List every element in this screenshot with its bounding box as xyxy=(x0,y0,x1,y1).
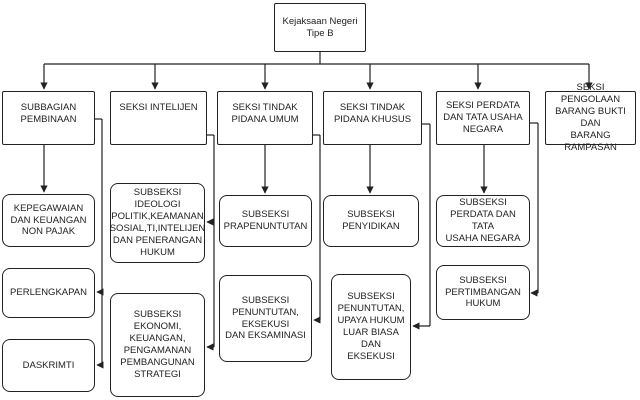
sub-prapenuntutan: SUBSEKSI PRAPENUNTUTAN xyxy=(219,195,312,247)
sub-penuntutan-pidsus: SUBSEKSI PENUNTUTAN, UPAYA HUKUM LUAR BI… xyxy=(331,274,411,380)
sub-perlengkapan-label: PERLENGKAPAN xyxy=(10,287,87,299)
sub-ekonomi-keuangan-label: SUBSEKSI EKONOMI, KEUANGAN, PENGAMANAN P… xyxy=(120,309,195,380)
sub-penyidikan: SUBSEKSI PENYIDIKAN xyxy=(323,195,419,247)
unit-intelijen-label: SEKSI INTELIJEN xyxy=(119,102,198,113)
sub-pertimbangan-hukum: SUBSEKSI PERTIMBANGAN HUKUM xyxy=(436,265,530,320)
unit-pidsus: SEKSI TINDAK PIDANA KHUSUS xyxy=(323,91,422,145)
unit-datun: SEKSI PERDATA DAN TATA USAHA NEGARA xyxy=(436,91,530,145)
unit-datun-label: SEKSI PERDATA DAN TATA USAHA NEGARA xyxy=(443,100,523,135)
sub-ideologi-politik: SUBSEKSI IDEOLOGI POLITIK,KEAMANAN SOSIA… xyxy=(110,183,205,263)
unit-barang-bukti: SEKSI PENGOLAAN BARANG BUKTI DAN BARANG … xyxy=(545,82,636,153)
sub-perdata-tun-label: SUBSEKSI PERDATA DAN TATA USAHA NEGARA xyxy=(445,197,521,244)
unit-pembinaan: SUBBAGIAN PEMBINAAN xyxy=(2,91,95,145)
sub-penyidikan-label: SUBSEKSI PENYIDIKAN xyxy=(342,209,400,232)
unit-pidum-label: SEKSI TINDAK PIDANA UMUM xyxy=(231,102,299,125)
unit-intelijen: SEKSI INTELIJEN xyxy=(110,91,207,145)
sub-kepegawaian: KEPEGAWAIAN DAN KEUANGAN NON PAJAK xyxy=(2,194,95,247)
sub-ekonomi-keuangan: SUBSEKSI EKONOMI, KEUANGAN, PENGAMANAN P… xyxy=(110,293,205,397)
sub-daskrimti-label: DASKRIMTI xyxy=(22,359,75,371)
sub-penuntutan-pidsus-label: SUBSEKSI PENUNTUTAN, UPAYA HUKUM LUAR BI… xyxy=(337,291,405,362)
unit-pidum: SEKSI TINDAK PIDANA UMUM xyxy=(217,91,313,145)
sub-ideologi-politik-label: SUBSEKSI IDEOLOGI POLITIK,KEAMANAN SOSIA… xyxy=(109,187,206,258)
sub-pertimbangan-hukum-label: SUBSEKSI PERTIMBANGAN HUKUM xyxy=(445,274,521,310)
sub-penuntutan-pidum-label: SUBSEKSI PENUNTUTAN, EKSEKUSI DAN EKSAMI… xyxy=(225,294,306,342)
unit-pembinaan-label: SUBBAGIAN PEMBINAAN xyxy=(20,102,77,125)
sub-penuntutan-pidum: SUBSEKSI PENUNTUTAN, EKSEKUSI DAN EKSAMI… xyxy=(219,275,312,362)
sub-perlengkapan: PERLENGKAPAN xyxy=(2,268,95,318)
sub-kepegawaian-label: KEPEGAWAIAN DAN KEUANGAN NON PAJAK xyxy=(10,202,87,238)
sub-daskrimti: DASKRIMTI xyxy=(2,339,95,392)
sub-perdata-tun: SUBSEKSI PERDATA DAN TATA USAHA NEGARA xyxy=(436,195,530,247)
unit-pidsus-label: SEKSI TINDAK PIDANA KHUSUS xyxy=(333,102,412,125)
root-label: Kejaksaan Negeri Tipe B xyxy=(282,15,358,39)
root-node: Kejaksaan Negeri Tipe B xyxy=(274,3,366,52)
unit-barang-bukti-label: SEKSI PENGOLAAN BARANG BUKTI DAN BARANG … xyxy=(555,82,626,153)
sub-prapenuntutan-label: SUBSEKSI PRAPENUNTUTAN xyxy=(223,209,308,232)
